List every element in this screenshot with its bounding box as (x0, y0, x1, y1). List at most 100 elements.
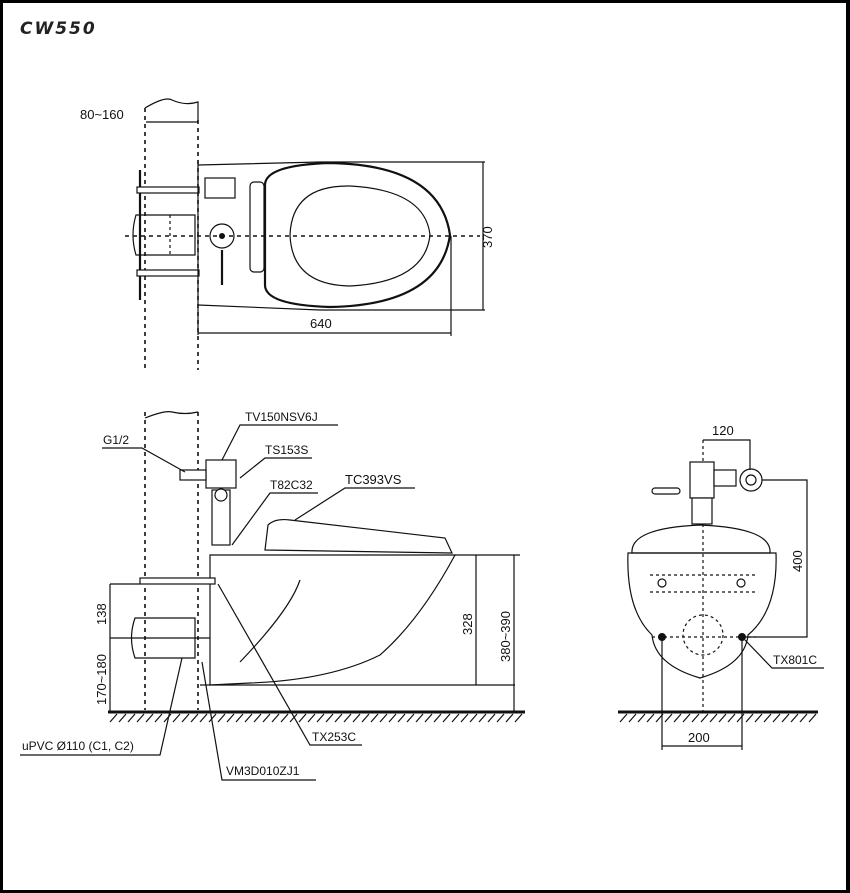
leader-flange (201, 661, 316, 781)
drain-pipe-top (132, 214, 196, 256)
drain-pipe-side (130, 617, 196, 659)
hatch-mark (700, 713, 709, 723)
callout-inlet: G1/2 (103, 433, 129, 447)
hatch-mark (460, 713, 469, 723)
hatch-mark (343, 713, 352, 723)
hatch-mark (307, 713, 316, 723)
hatch-mark (469, 713, 478, 723)
hatch-mark (379, 713, 388, 723)
outlet-hidden (682, 614, 724, 656)
hatch-mark (271, 713, 280, 723)
top-view: 80~160 370 640 (80, 98, 495, 370)
hatch-mark (691, 713, 700, 723)
hatch-mark (361, 713, 370, 723)
bolt-height-label: 138 (94, 603, 109, 625)
hatch-mark (145, 713, 154, 723)
seat-outer (263, 161, 452, 309)
hatch-mark (172, 713, 181, 723)
callout-stop: TS153S (265, 443, 308, 457)
hatch-mark (754, 713, 763, 723)
bolt-right-front (736, 578, 746, 588)
hatch-mark (763, 713, 772, 723)
hatch-mark (235, 713, 244, 723)
wall-thickness-label: 80~160 (80, 107, 124, 122)
hatch-mark (637, 713, 646, 723)
callout-flange: VM3D010ZJ1 (226, 764, 300, 778)
valve-lever-front (651, 487, 681, 495)
valve-inlet-inner (745, 474, 757, 486)
valve-head-top (204, 177, 236, 199)
hatch-mark (505, 713, 514, 723)
hatch-mark (397, 713, 406, 723)
callout-valve: TV150NSV6J (245, 410, 318, 424)
hatch-mark (736, 713, 745, 723)
hatch-mark (136, 713, 145, 723)
hatch-mark (190, 713, 199, 723)
bowl-height-label: 328 (460, 613, 475, 635)
hatch-mark (709, 713, 718, 723)
bowl-front (627, 552, 777, 679)
carrier-bolt-top (136, 186, 200, 194)
length-label: 640 (310, 316, 332, 331)
hatch-mark (424, 713, 433, 723)
wall-break-side (144, 411, 199, 419)
valve-height-label: 400 (790, 550, 805, 572)
hatch-mark (334, 713, 343, 723)
rim-height-label: 380~390 (498, 611, 513, 662)
leader-inlet (102, 447, 186, 473)
hatch-mark (790, 713, 799, 723)
hatch-mark (487, 713, 496, 723)
hatch-mark (718, 713, 727, 723)
hatch-mark (799, 713, 808, 723)
hatch-mark (451, 713, 460, 723)
hatch-mark (727, 713, 736, 723)
hatch-mark (352, 713, 361, 723)
anchor-spacing-label: 200 (688, 730, 710, 745)
leader-seat (294, 487, 415, 521)
hatch-mark (154, 713, 163, 723)
hatch-mark (370, 713, 379, 723)
hatch-mark (478, 713, 487, 723)
hatch-mark (244, 713, 253, 723)
side-view: TV150NSV6J G1/2 TS153S T82C32 TC393VS TX… (20, 410, 525, 781)
bowl-top-edge (197, 161, 485, 166)
bowl-side (209, 554, 457, 686)
callout-connector: T82C32 (270, 478, 313, 492)
hatch-mark (181, 713, 190, 723)
valve-offset-label: 120 (712, 423, 734, 438)
hatch-mark (433, 713, 442, 723)
leader-stop (239, 457, 312, 479)
hatch-mark (745, 713, 754, 723)
leader-anchor (744, 639, 824, 669)
hatch-mark (280, 713, 289, 723)
hatch-mark (217, 713, 226, 723)
callout-drain-pipe: uPVC Ø110 (C1, C2) (22, 739, 134, 753)
floor-hatch-front (619, 713, 817, 723)
valve-body-front (689, 461, 715, 499)
hatch-mark (646, 713, 655, 723)
seat-lid-front (631, 524, 771, 554)
bolt-side (139, 577, 216, 585)
hatch-mark (109, 713, 118, 723)
bolt-left-front (657, 578, 667, 588)
leader-bracket (217, 583, 362, 746)
hatch-mark (199, 713, 208, 723)
hatch-mark (208, 713, 217, 723)
hatch-mark (496, 713, 505, 723)
leader-drain-pipe (20, 657, 183, 756)
hatch-mark (664, 713, 673, 723)
bowl-bottom-edge (197, 304, 485, 311)
wall-break-top (144, 98, 199, 122)
hatch-mark (442, 713, 451, 723)
hatch-mark (163, 713, 172, 723)
offset-dim-line (703, 439, 751, 470)
hatch-mark (781, 713, 790, 723)
valve-nut (214, 488, 228, 502)
valve-side-pipe (713, 469, 737, 487)
carrier-bolt-bottom (136, 269, 200, 277)
hatch-mark (253, 713, 262, 723)
hatch-mark (514, 713, 523, 723)
hatch-mark (808, 713, 817, 723)
